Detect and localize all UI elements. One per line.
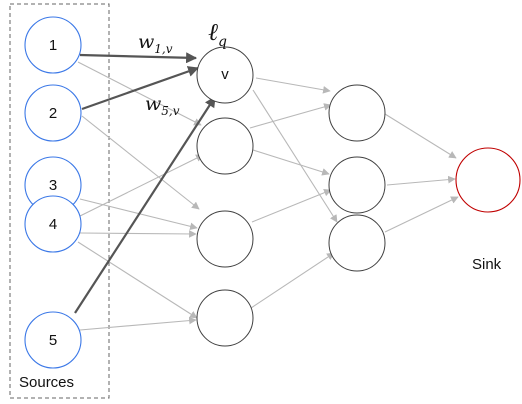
edge-m2-sink <box>386 175 456 186</box>
layer-label: ℓq <box>208 18 227 50</box>
weight-5v-main: w <box>145 93 161 115</box>
layer-node-h2 <box>196 117 254 175</box>
edge-5-v <box>74 96 216 314</box>
edge-h2-m2 <box>252 149 330 176</box>
source-node-5 <box>24 311 82 369</box>
layer-label-sub: q <box>218 34 227 50</box>
source-node-4 <box>24 195 82 253</box>
source-label-4: 4 <box>49 216 57 233</box>
edge-m1-sink <box>384 113 457 159</box>
layer-to-next-edges <box>249 77 338 309</box>
source-node-2 <box>24 84 82 142</box>
source-nodes: 1 2 3 4 5 <box>24 16 82 369</box>
edge-4-h2 <box>77 154 204 218</box>
next-node-1 <box>328 84 386 142</box>
source-label-5: 5 <box>49 332 57 349</box>
edge-2-v <box>81 66 200 111</box>
edge-h3-m2 <box>251 189 332 223</box>
edge-4-h3 <box>79 230 197 238</box>
edge-v-m3 <box>252 89 338 223</box>
weight-1v-main: w <box>138 31 154 53</box>
layer-label-main: ℓ <box>208 18 218 46</box>
next-node-2 <box>328 156 386 214</box>
edge-1-v <box>79 52 198 64</box>
weight-label-1v: w1,v <box>138 31 173 56</box>
layer-node-h3 <box>196 210 254 268</box>
edge-v-m1 <box>255 77 331 94</box>
highlighted-edges <box>74 52 216 314</box>
sources-caption: Sources <box>19 374 74 391</box>
layer-node-v <box>196 46 254 104</box>
layer-q-nodes <box>196 46 254 347</box>
source-label-1: 1 <box>49 37 57 54</box>
layer-node-h4 <box>196 289 254 347</box>
weight-5v-sub: 5,v <box>161 104 179 118</box>
source-label-2: 2 <box>49 105 57 122</box>
edge-1-h2 <box>77 61 202 126</box>
next-to-sink-edges <box>384 113 459 233</box>
source-to-layer-edges <box>77 61 204 331</box>
next-layer-nodes <box>328 84 386 272</box>
sink-node <box>455 147 521 213</box>
weight-label-5v: w5,v <box>145 93 180 118</box>
edge-2-h3 <box>81 115 200 210</box>
weight-1v-sub: 1,v <box>154 42 172 56</box>
edge-m3-sink <box>384 196 459 233</box>
edge-5-h4 <box>79 316 197 331</box>
next-node-3 <box>328 214 386 272</box>
source-label-3: 3 <box>49 177 57 194</box>
edge-h2-m1 <box>249 103 332 129</box>
sources-group-box <box>9 3 110 399</box>
source-node-1 <box>24 16 82 74</box>
edge-4-h4 <box>77 241 198 319</box>
layer-node-v-label: v <box>221 66 229 83</box>
sink-caption: Sink <box>472 256 502 273</box>
edge-h4-m3 <box>250 252 335 309</box>
